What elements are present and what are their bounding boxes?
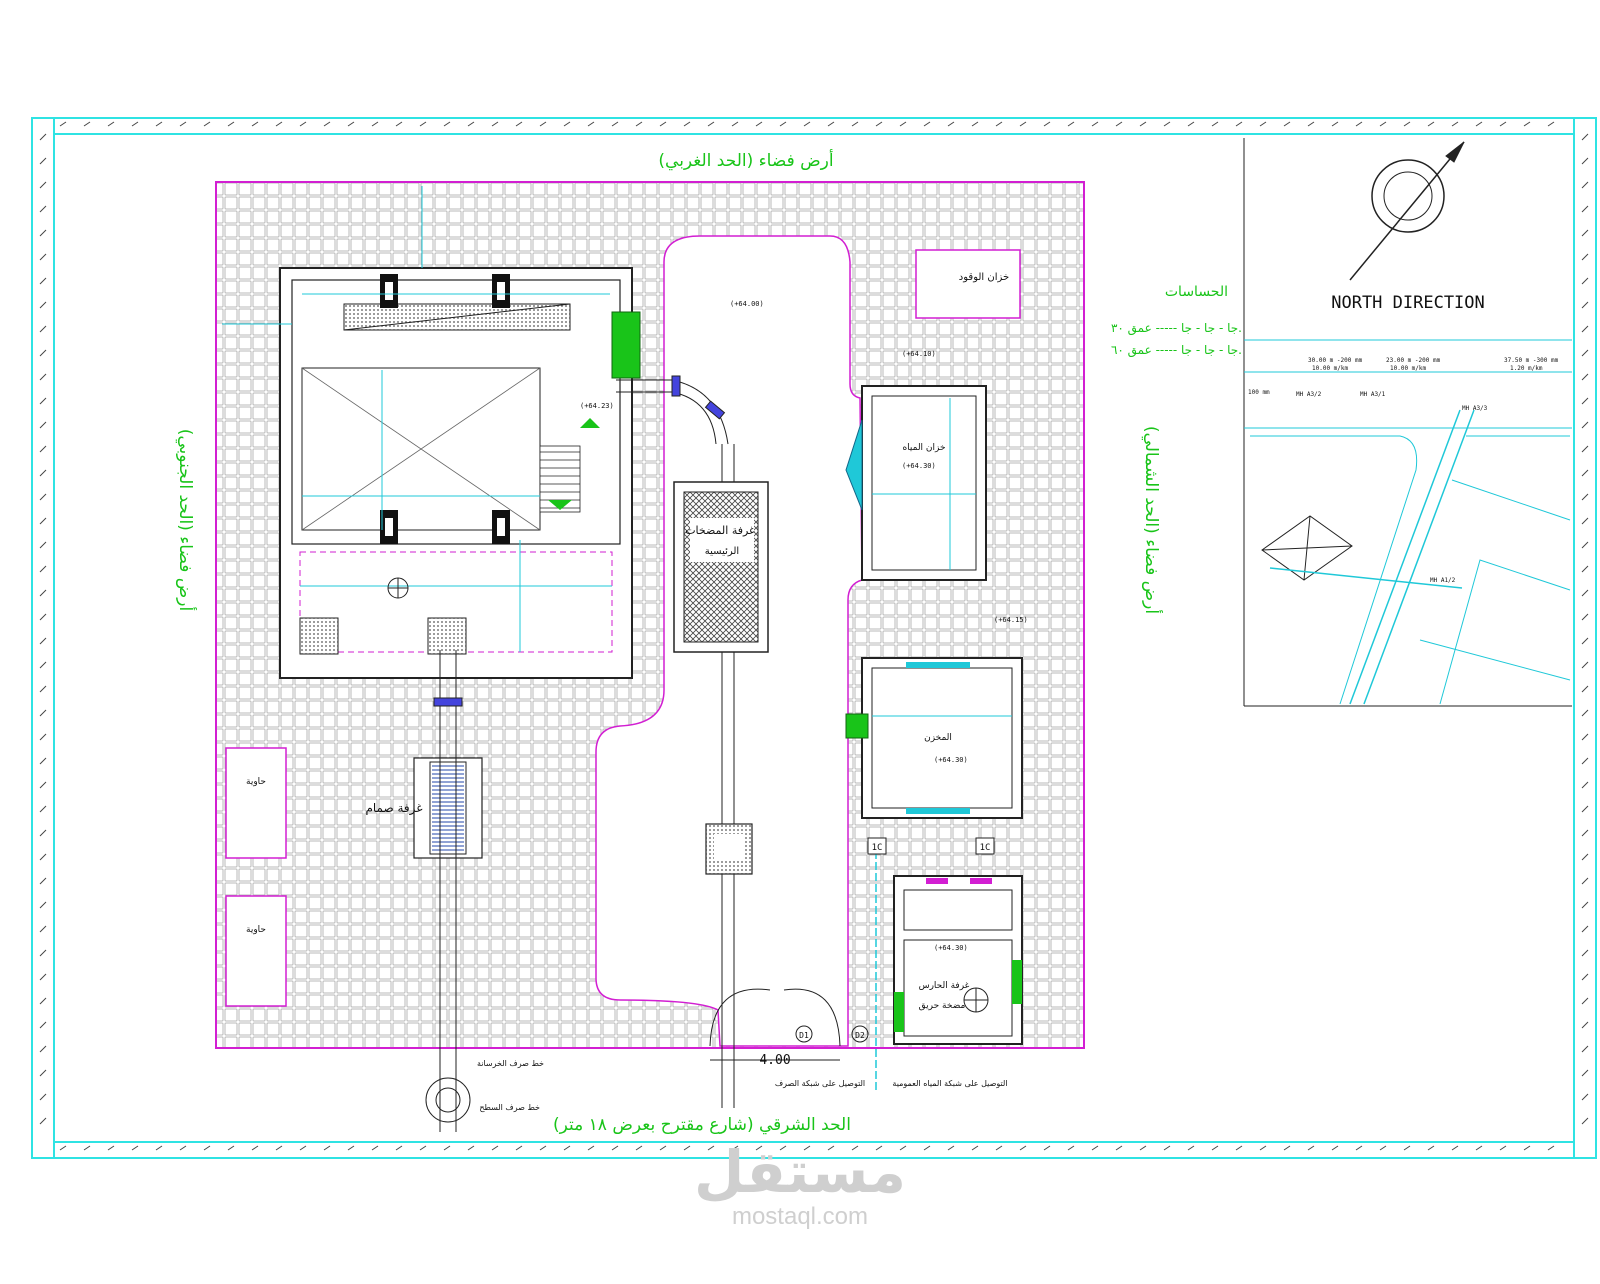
sheet-frame: [31, 117, 1597, 1159]
water-tank-building: [845, 385, 987, 581]
gate-width-dimension: 4.00: [759, 1053, 790, 1068]
guard-room: [893, 875, 1023, 1045]
drain-line-note: خط صرف الخرسانة: [477, 1059, 544, 1068]
key-seg-3b: 1.20 m/km: [1510, 365, 1543, 372]
level-7: (+64.30): [934, 944, 968, 952]
west-boundary-label: أرض فضاء (الحد الغربي): [658, 149, 833, 171]
waste-container-1: [225, 747, 287, 859]
key-mh-2: MH A3/1: [1360, 391, 1386, 398]
gate-d1: [709, 988, 841, 1047]
water-tank-label: خزان المياه: [902, 443, 945, 453]
fuel-tank: [915, 249, 1021, 319]
water-pipe: [616, 375, 735, 1108]
fuel-tank-label: خزان الوقود: [959, 272, 1009, 283]
main-building: [222, 186, 641, 679]
connection-note-2: التوصيل على شبكة المياه العمومية: [892, 1079, 1007, 1088]
waste-container-1-label: حاوية: [246, 777, 266, 787]
pump-room: [673, 481, 769, 653]
waste-container-2-label: حاوية: [246, 925, 266, 935]
key-seg-3: 37.50 m -300 mm: [1504, 357, 1559, 364]
connection-note-1: التوصيل على شبكة الصرف: [775, 1079, 865, 1088]
guard-room-label: غرفة الحارس: [919, 981, 970, 991]
south-boundary-label: أرض فضاء (الحد الجنوبي): [175, 429, 197, 612]
watermark-url: mostaql.com: [731, 1203, 869, 1230]
key-seg-1b: 10.00 m/km: [1312, 365, 1349, 372]
cabinet-1c-left: 1C: [872, 843, 883, 853]
watermark-arabic: مستقل: [693, 1138, 907, 1206]
storage-label: المخزن: [924, 733, 952, 743]
level-2: (+64.10): [902, 350, 936, 358]
sensor-line-2: جا - جا - جا ----- عمق ٦٠.: [1111, 343, 1242, 358]
valve-room: [413, 650, 483, 1132]
key-seg-2b: 10.00 m/km: [1390, 365, 1427, 372]
level-4: (+64.30): [902, 462, 936, 470]
watermark: مستقل mostaql.com: [690, 1140, 910, 1230]
north-direction-label: NORTH DIRECTION: [1331, 293, 1485, 313]
sensor-line-1: جا - جا - جا ----- عمق ٣٠.: [1111, 321, 1242, 336]
north-boundary-label: أرض فضاء (الحد الشمالي): [1141, 426, 1163, 614]
gate-d2-label: D2: [855, 1031, 865, 1040]
key-seg-1: 30.00 m -200 mm: [1308, 357, 1363, 364]
sensors-title: الحساسات: [1165, 284, 1228, 300]
cabinet-1c-right: 1C: [980, 843, 991, 853]
level-1: (+64.00): [730, 300, 764, 308]
north-arrow: [1349, 141, 1465, 281]
key-start: 100 mm: [1248, 389, 1270, 396]
key-mh-4: MH A1/2: [1430, 577, 1456, 584]
storm-line-note: خط صرف السطح: [479, 1103, 540, 1112]
gate-d1-label: D1: [799, 1031, 809, 1040]
level-5: (+64.15): [994, 616, 1028, 624]
storage-building: [845, 657, 1023, 819]
pump-room-sublabel: الرئيسية: [705, 546, 739, 557]
fire-pump-label: مضخة حريق: [919, 1001, 966, 1011]
key-plan: [1243, 138, 1572, 707]
east-boundary-label: الحد الشرقي (شارع مقترح بعرض ١٨ متر): [553, 1115, 851, 1135]
key-seg-2: 23.00 m -200 mm: [1386, 357, 1441, 364]
level-6: (+64.30): [934, 756, 968, 764]
waste-container-2: [225, 895, 287, 1007]
gate-d2: [851, 1025, 869, 1043]
key-mh-3: MH A3/3: [1462, 405, 1488, 412]
level-3: (+64.23): [580, 402, 614, 410]
key-mh-1: MH A3/2: [1296, 391, 1322, 398]
pump-room-label: غرفة المضخات: [685, 524, 755, 537]
valve-room-label: غرفة صمام: [365, 801, 422, 816]
